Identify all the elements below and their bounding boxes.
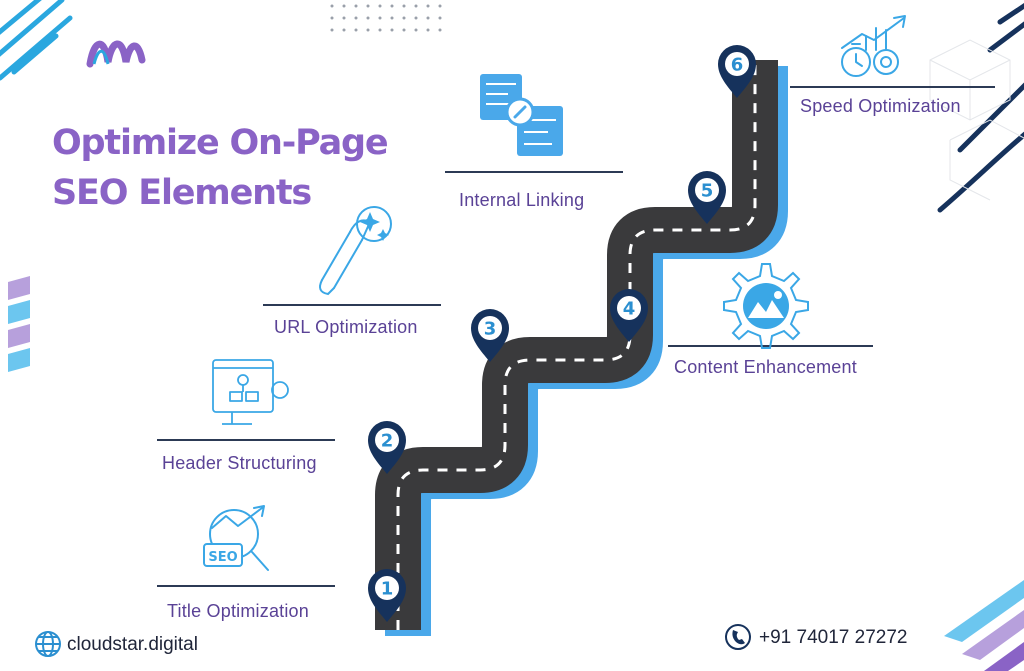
decorative-bars-left: [8, 276, 30, 372]
marker-5-number: 5: [701, 181, 714, 202]
step-6-label: Speed Optimization: [800, 96, 961, 116]
title-line-2: SEO Elements: [52, 173, 312, 213]
step-5-label: Internal Linking: [459, 190, 585, 210]
marker-6-number: 6: [731, 55, 744, 76]
marker-3: 3: [471, 309, 509, 362]
link-sparkle-icon: [319, 206, 392, 296]
linked-pages-icon: [480, 74, 563, 156]
marker-3-number: 3: [484, 319, 497, 340]
marker-2-number: 2: [381, 431, 394, 452]
step-4-label: Content Enhancement: [674, 357, 857, 377]
roadmap-road: [375, 60, 788, 636]
phone-icon: [725, 624, 751, 650]
stopwatch-growth-icon: [841, 15, 906, 77]
sparkle-stars: [360, 212, 389, 241]
gear-image-icon: [723, 263, 809, 349]
marker-1: 1: [368, 569, 406, 622]
step-3-label: URL Optimization: [274, 317, 418, 337]
step-2-label: Header Structuring: [162, 453, 317, 473]
title-line-1: Optimize On-Page: [52, 123, 389, 163]
seo-chart-icon: [203, 505, 269, 571]
website-text: cloudstar.digital: [67, 634, 198, 655]
marker-1-number: 1: [381, 579, 394, 600]
dot-grid-decoration: [330, 4, 442, 32]
phone-number-text: +91 74017 27272: [759, 627, 908, 648]
marker-4: 4: [610, 289, 648, 342]
step-1-label: Title Optimization: [167, 601, 309, 621]
website-structure-icon: [212, 359, 289, 425]
decorative-strokes-top-left: [0, 0, 73, 81]
brand-logo-icon: [86, 40, 146, 68]
marker-5: 5: [688, 171, 726, 224]
marker-6: 6: [718, 45, 756, 98]
globe-icon: [35, 631, 61, 657]
marker-2: 2: [368, 421, 406, 474]
page-title: Optimize On-Page SEO Elements: [52, 118, 389, 218]
marker-4-number: 4: [623, 299, 636, 320]
decorative-stripes-bottom-right: [944, 580, 1024, 671]
seo-chart-icon-text: SEO: [208, 550, 237, 565]
